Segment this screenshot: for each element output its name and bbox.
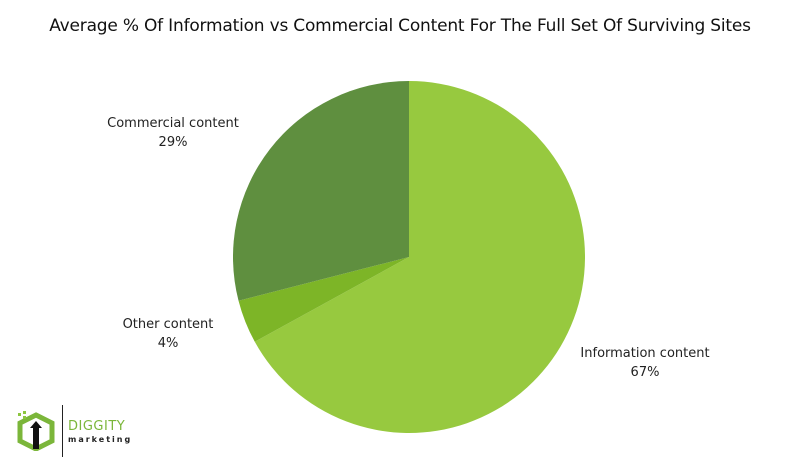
label-information-value: 67% bbox=[630, 365, 660, 380]
label-commercial-value: 29% bbox=[158, 135, 188, 150]
label-information-name: Information content bbox=[580, 346, 710, 361]
pie-slice-information-content bbox=[254, 81, 585, 433]
label-commercial-name: Commercial content bbox=[107, 116, 239, 131]
label-commercial: Commercial content 29% bbox=[88, 114, 258, 152]
label-other-name: Other content bbox=[122, 317, 214, 332]
label-other-value: 4% bbox=[157, 336, 179, 351]
logo-brand: DIGGITY bbox=[68, 419, 126, 434]
label-information: Information content 67% bbox=[562, 344, 728, 382]
diggity-marketing-logo: DIGGITY marketing bbox=[14, 405, 130, 457]
logo-divider bbox=[62, 405, 63, 457]
chart-title: Average % Of Information vs Commercial C… bbox=[49, 16, 751, 36]
logo-sub: marketing bbox=[68, 435, 133, 444]
label-other: Other content 4% bbox=[98, 315, 238, 353]
pie-slice-other-content bbox=[238, 257, 409, 342]
logo-hexagon-icon bbox=[17, 411, 55, 451]
pie-slice-commercial-content bbox=[232, 81, 409, 301]
